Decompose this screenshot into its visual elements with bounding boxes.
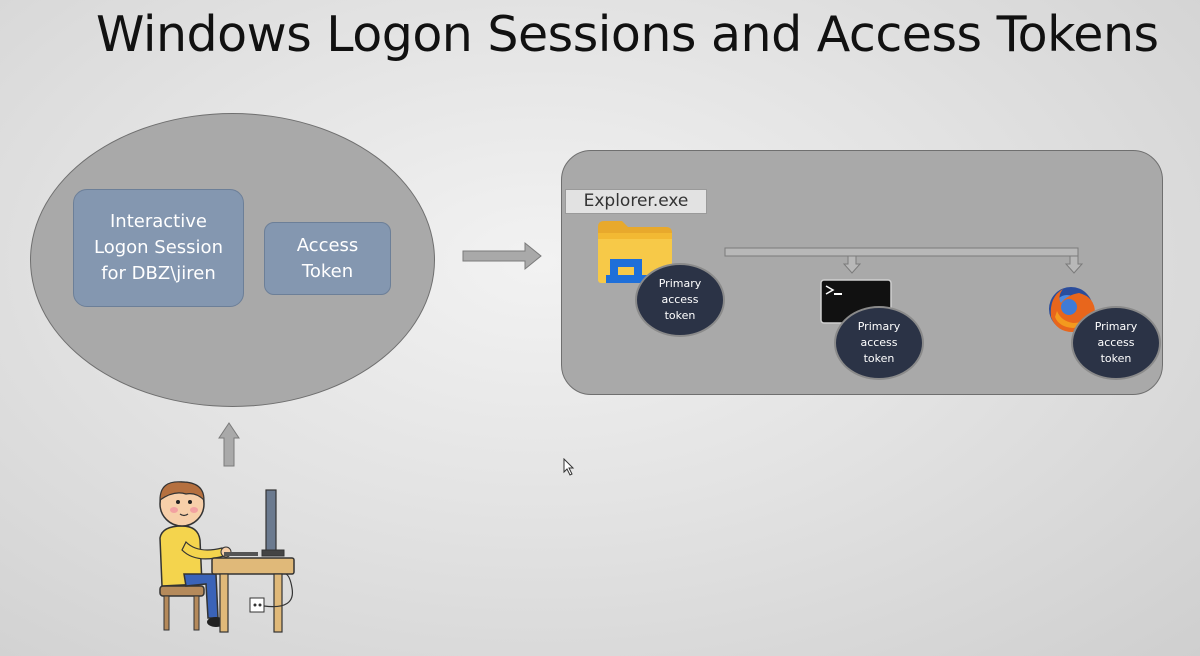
token-line-1: Primary (857, 320, 901, 333)
token-line-1: Primary (658, 277, 702, 290)
token-line-2: access (661, 293, 699, 306)
token-line-2: access (1097, 336, 1135, 349)
primary-access-token-explorer: Primary access token (635, 263, 725, 337)
primary-access-token-terminal: Primary access token (834, 306, 924, 380)
token-line-3: token (1100, 352, 1132, 365)
token-line-2: access (860, 336, 898, 349)
process-connector-bar (724, 247, 1079, 257)
slide-title: Windows Logon Sessions and Access Tokens (96, 6, 1159, 63)
primary-access-token-firefox: Primary access token (1071, 306, 1161, 380)
interactive-logon-session-box: Interactive Logon Session for DBZ\jiren (73, 189, 244, 307)
access-token-line-2: Token (301, 260, 354, 282)
right-arrow (462, 241, 542, 271)
token-line-3: token (863, 352, 895, 365)
logon-session-line-1: Interactive (110, 211, 207, 232)
mouse-cursor-icon (563, 458, 575, 476)
token-line-3: token (664, 309, 696, 322)
access-token-box: Access Token (264, 222, 391, 295)
user-at-computer-icon (159, 481, 295, 633)
down-arrow-terminal (842, 255, 862, 274)
access-token-line-1: Access (296, 234, 359, 256)
up-arrow (218, 422, 240, 467)
logon-session-line-2: Logon Session (94, 237, 223, 258)
logon-session-line-3: for DBZ\jiren (101, 263, 216, 284)
token-line-1: Primary (1094, 320, 1138, 333)
down-arrow-firefox (1064, 255, 1084, 274)
explorer-exe-label: Explorer.exe (565, 189, 707, 214)
